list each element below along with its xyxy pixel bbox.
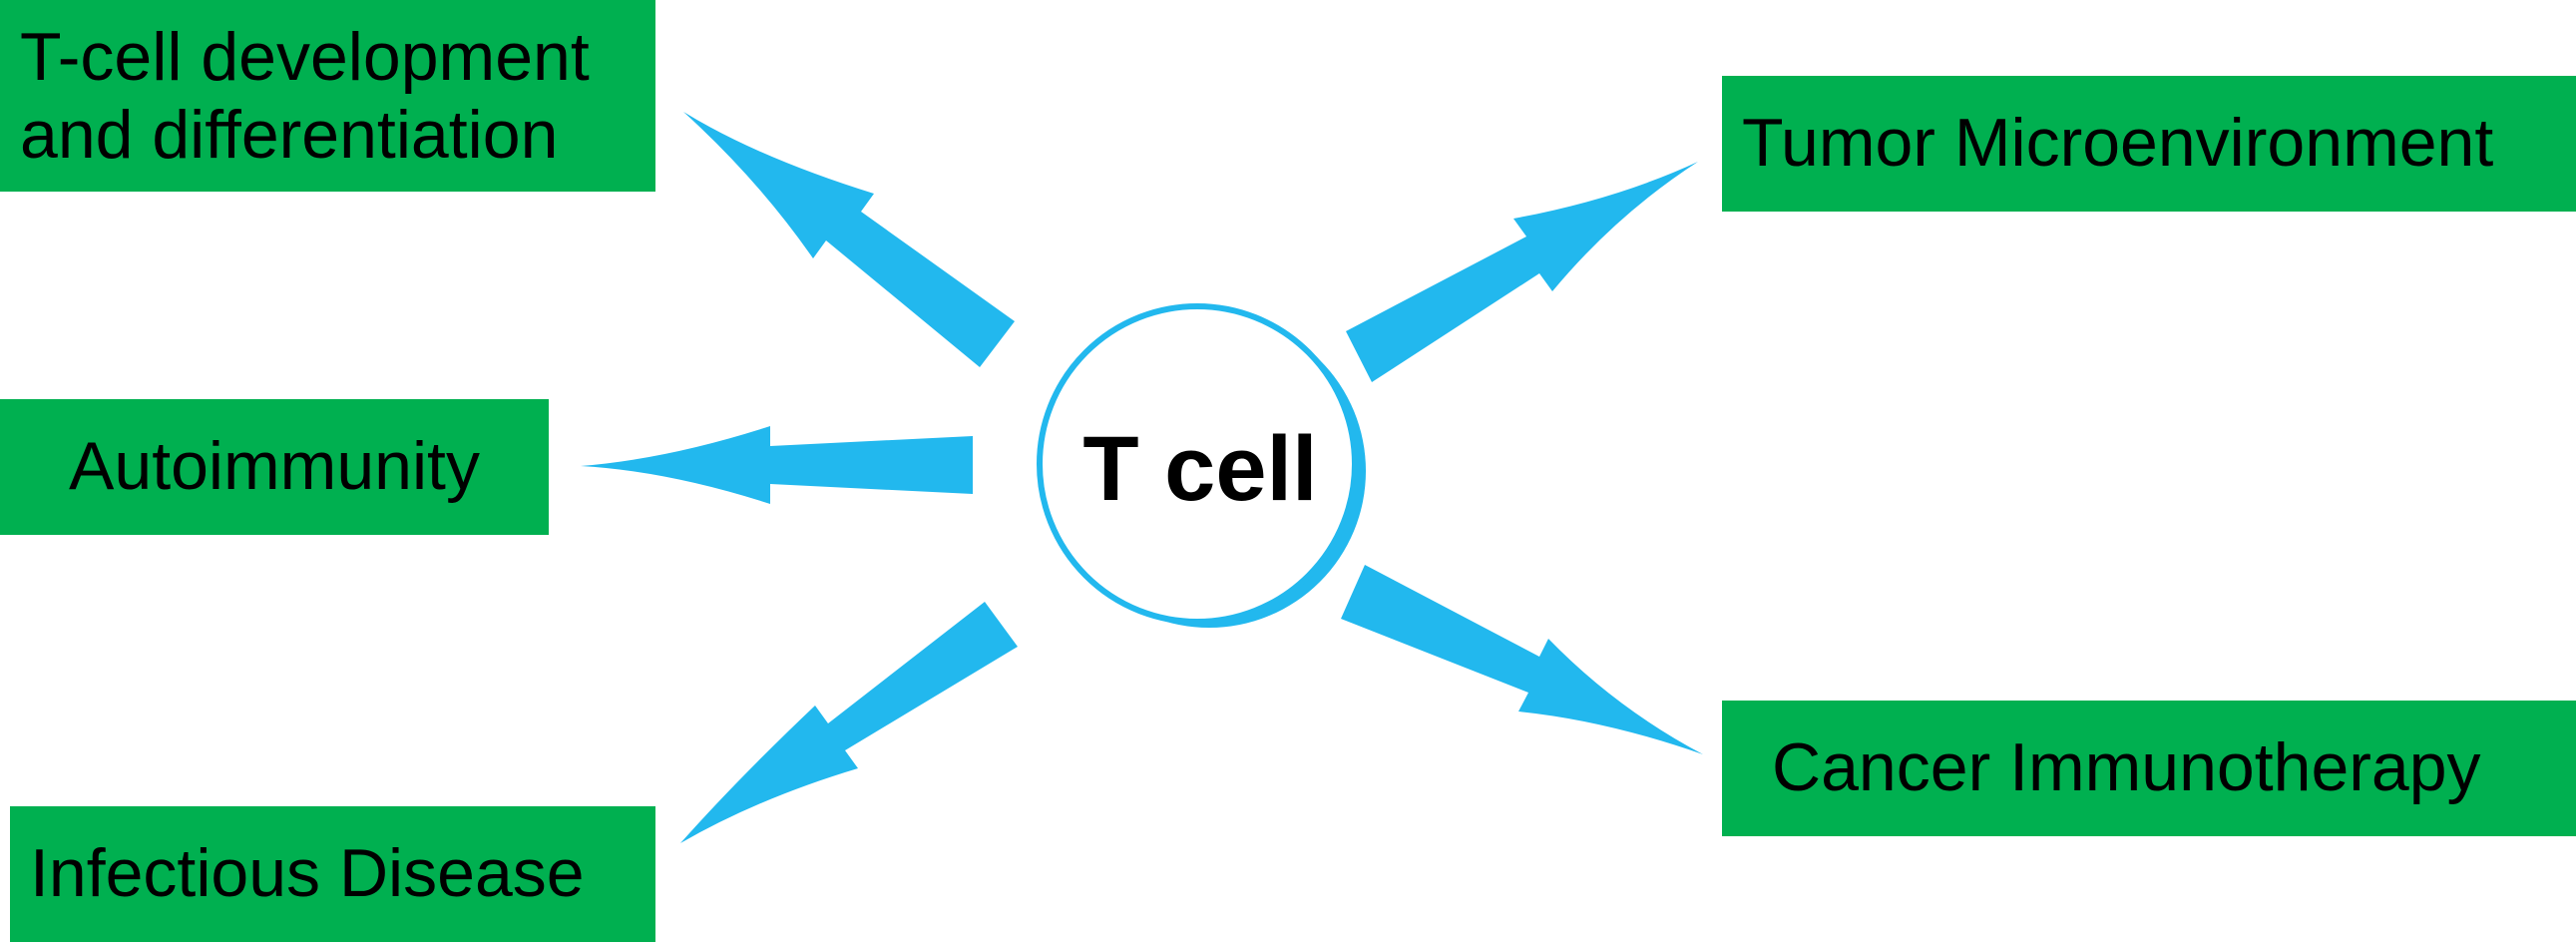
center-circle: [1037, 303, 1358, 625]
tcell-development-box: T-cell development and differentiation: [0, 0, 655, 192]
cancer-immunotherapy-label: Cancer Immunotherapy: [1772, 729, 2481, 806]
cancer-immunotherapy-box: Cancer Immunotherapy: [1722, 701, 2576, 836]
arrow-to-cancer-immunotherapy: [1341, 565, 1703, 754]
center-label: T cell: [1082, 417, 1318, 520]
infectious-disease-box: Infectious Disease: [10, 806, 655, 942]
arrow-to-tcell-development: [683, 112, 1015, 367]
arrow-to-autoimmunity: [581, 426, 973, 504]
autoimmunity-box: Autoimmunity: [0, 399, 549, 535]
infectious-disease-label: Infectious Disease: [30, 835, 585, 912]
center-node: [1037, 303, 1366, 628]
tcell-development-line2: and differentiation: [20, 97, 559, 173]
arrow-to-tumor-microenvironment: [1346, 162, 1698, 382]
tumor-microenvironment-box: Tumor Microenvironment: [1722, 76, 2576, 212]
autoimmunity-label: Autoimmunity: [69, 428, 480, 505]
arrow-to-infectious-disease: [680, 602, 1018, 843]
tcell-development-line1: T-cell development: [20, 18, 590, 95]
tumor-microenvironment-label: Tumor Microenvironment: [1742, 105, 2494, 182]
